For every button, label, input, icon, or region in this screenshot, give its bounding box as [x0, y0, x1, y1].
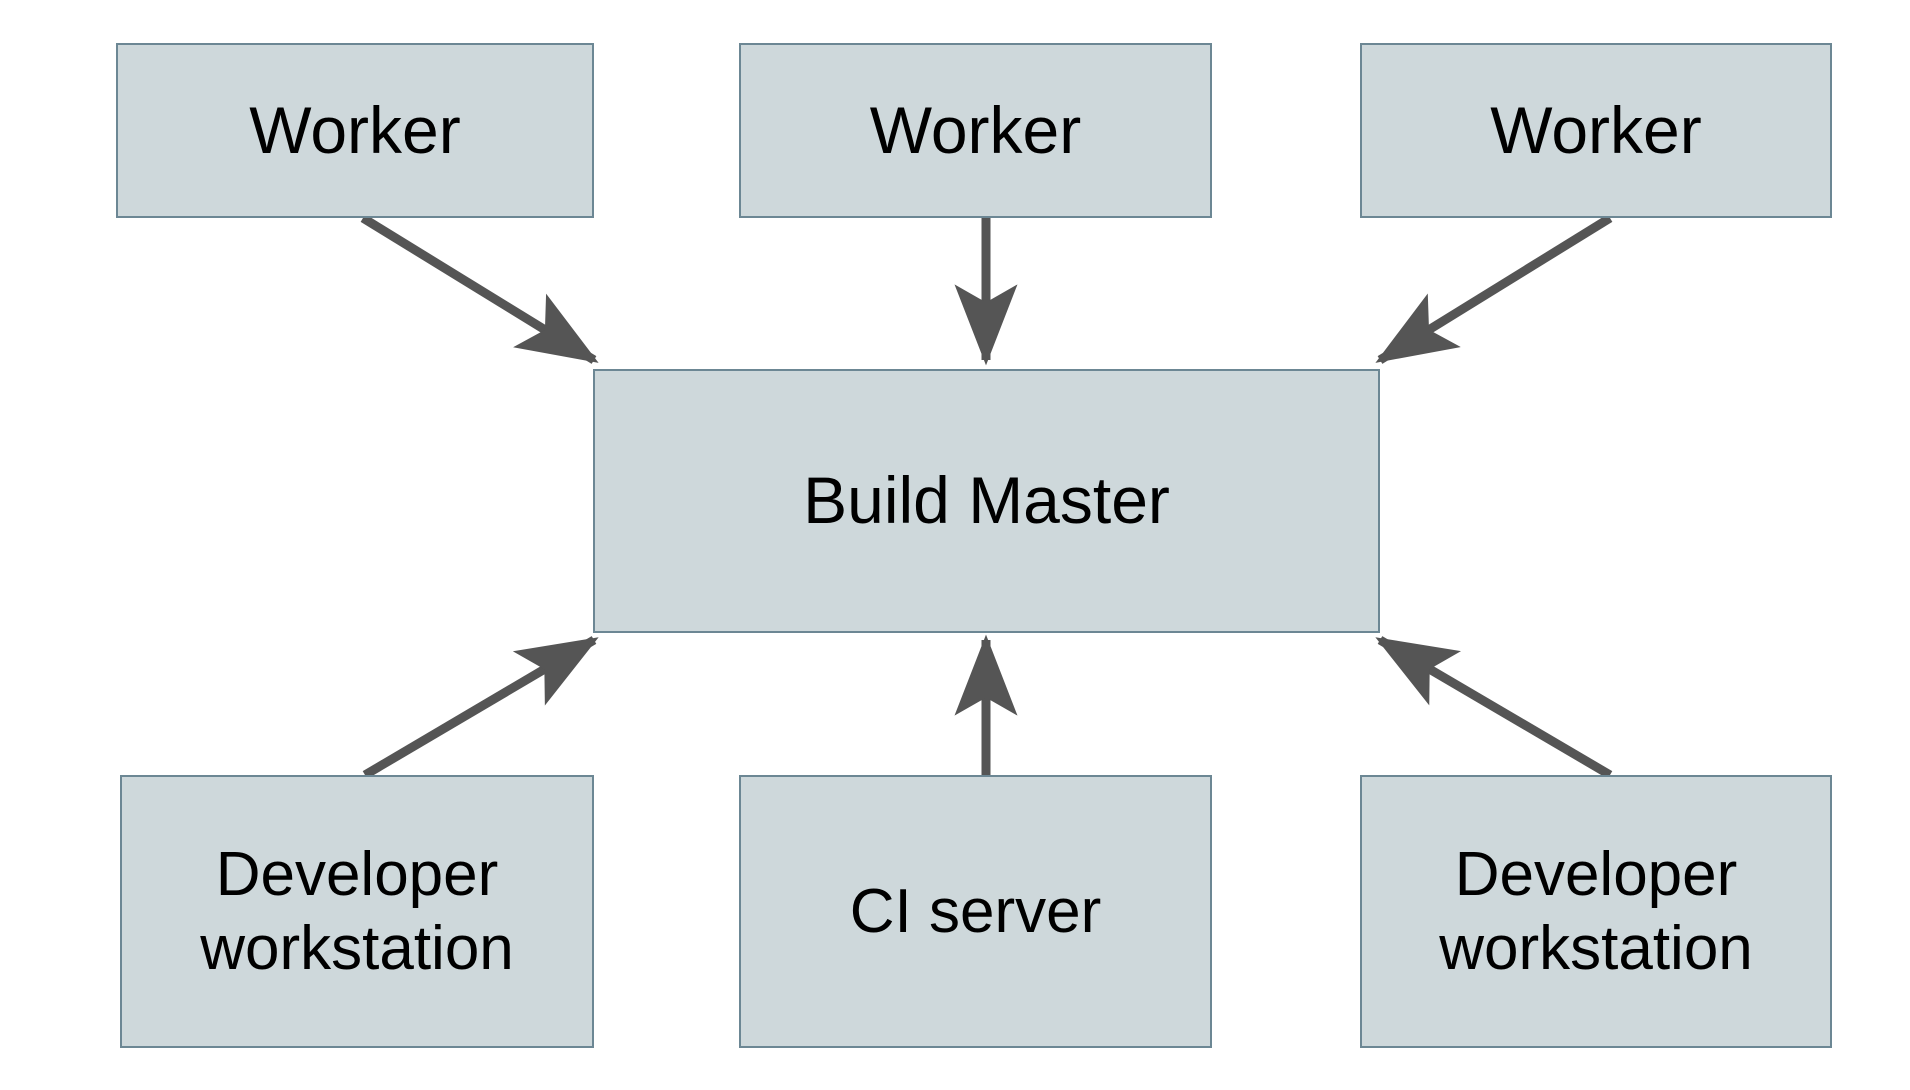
node-build-master-label: Build Master [803, 463, 1170, 538]
node-dev-workstation-right-label: Developer workstation [1439, 840, 1753, 983]
node-ci-server-label: CI server [849, 876, 1102, 946]
node-worker-3-label: Worker [1490, 92, 1702, 167]
node-worker-3[interactable]: Worker [1360, 43, 1832, 218]
node-dev-workstation-left-label: Developer workstation [200, 840, 514, 983]
node-build-master[interactable]: Build Master [593, 369, 1380, 633]
edge-worker-1-to-build-master [360, 214, 599, 364]
node-worker-1-label: Worker [249, 92, 461, 167]
node-dev-workstation-left[interactable]: Developer workstation [120, 775, 594, 1048]
node-worker-2[interactable]: Worker [739, 43, 1212, 218]
node-worker-2-label: Worker [869, 92, 1082, 167]
edge-dev-right-to-build-master [1375, 636, 1613, 779]
node-worker-1[interactable]: Worker [116, 43, 594, 218]
node-dev-workstation-right[interactable]: Developer workstation [1360, 775, 1832, 1048]
edge-worker-3-to-build-master [1375, 214, 1613, 364]
edge-dev-left-to-build-master [362, 636, 599, 779]
node-ci-server[interactable]: CI server [739, 775, 1212, 1048]
